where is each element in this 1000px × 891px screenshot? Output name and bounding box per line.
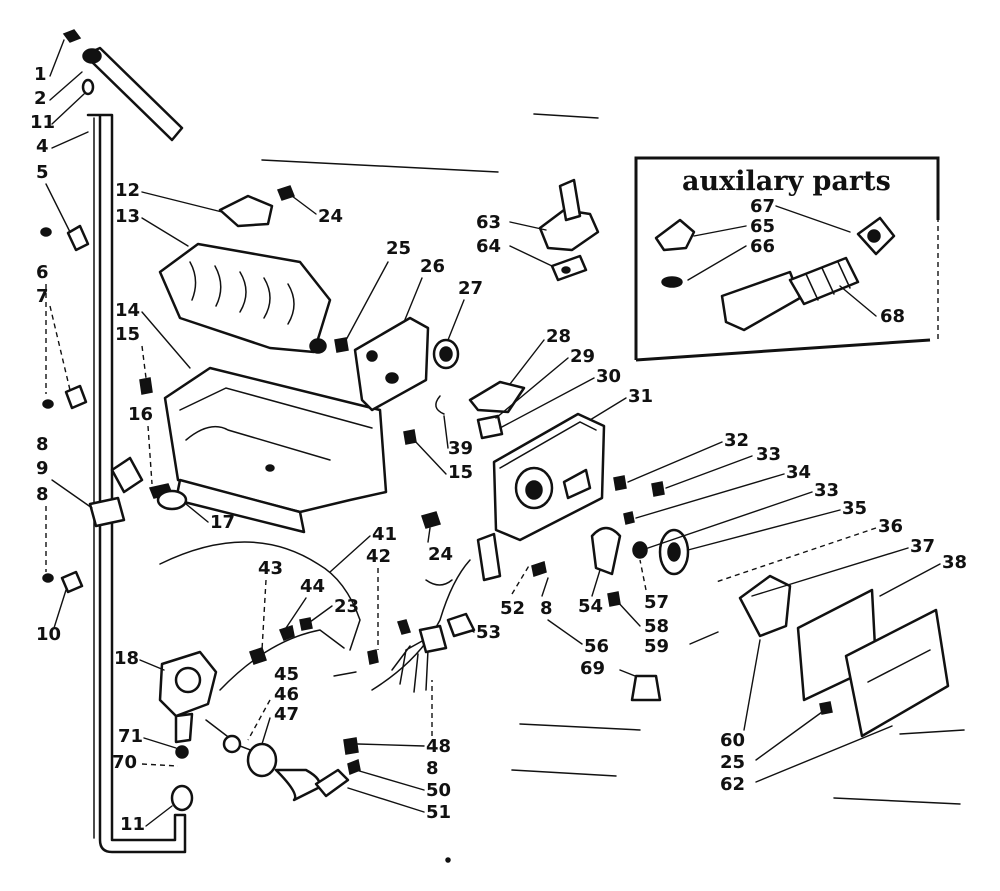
callout-8-d: 8	[426, 758, 439, 779]
callout-36: 36	[878, 516, 903, 537]
callout-52: 52	[500, 598, 525, 619]
callout-56: 56	[584, 636, 609, 657]
callout-6: 6	[36, 262, 49, 283]
callout-47: 47	[274, 704, 299, 725]
callout-57: 57	[644, 592, 669, 613]
callout-35: 35	[842, 498, 867, 519]
auxiliary-parts-title: auxilary parts	[682, 166, 891, 197]
ice-mold-cover	[158, 185, 332, 354]
motor-housing	[492, 412, 606, 542]
callout-59: 59	[644, 636, 669, 657]
callout-26: 26	[420, 256, 445, 277]
callout-31: 31	[628, 386, 653, 407]
callout-58: 58	[644, 616, 669, 637]
callout-15-b: 15	[448, 462, 473, 483]
callout-8: 8	[36, 434, 49, 455]
callout-10: 10	[36, 624, 61, 645]
upper-middle-callouts: 25 26 27 63 64 28 29 30 31 39 15	[345, 212, 653, 483]
callout-33-b: 33	[814, 480, 839, 501]
callout-9: 9	[36, 458, 49, 479]
callout-53: 53	[476, 622, 501, 643]
callout-63: 63	[476, 212, 501, 233]
left-callouts: 1 2 11 4 5 6 7 8 9 8 10	[30, 39, 93, 645]
callout-5: 5	[36, 162, 49, 183]
valve-parts	[538, 178, 600, 282]
callout-68: 68	[880, 306, 905, 327]
wire-harness	[159, 511, 502, 693]
callout-8-b: 8	[36, 484, 49, 505]
callout-1: 1	[34, 64, 47, 85]
callout-25-b: 25	[720, 752, 745, 773]
callout-42: 42	[366, 546, 391, 567]
callout-70: 70	[112, 752, 137, 773]
callout-44: 44	[300, 576, 325, 597]
callout-4: 4	[36, 136, 49, 157]
callout-11-b: 11	[120, 814, 145, 835]
callout-33: 33	[756, 444, 781, 465]
callout-64: 64	[476, 236, 501, 257]
callout-37: 37	[910, 536, 935, 557]
callout-46: 46	[274, 684, 299, 705]
callout-27: 27	[458, 278, 483, 299]
callout-69: 69	[580, 658, 605, 679]
callout-23: 23	[334, 596, 359, 617]
callout-11: 11	[30, 112, 55, 133]
callout-39: 39	[448, 438, 473, 459]
callout-14: 14	[115, 300, 140, 321]
callout-66: 66	[750, 236, 775, 257]
callout-71: 71	[118, 726, 143, 747]
callout-28: 28	[546, 326, 571, 347]
callout-67: 67	[750, 196, 775, 217]
callout-24: 24	[318, 206, 343, 227]
cam-and-lever-parts	[403, 380, 526, 445]
callout-7: 7	[36, 286, 49, 307]
callout-2: 2	[34, 88, 47, 109]
right-callouts: 32 33 34 33 35 36 37 38 52 53 54 8 56 69…	[465, 430, 967, 702]
mold-callouts: 12 13 24 14 15 16 17	[115, 180, 343, 533]
callout-41: 41	[372, 524, 397, 545]
callout-60: 60	[720, 730, 745, 751]
callout-8-c: 8	[540, 598, 553, 619]
callout-54: 54	[578, 596, 603, 617]
callout-17: 17	[210, 512, 235, 533]
bottom-right-callouts: 60 25 62	[720, 639, 893, 795]
water-valve-assembly	[158, 650, 361, 812]
callout-24-b: 24	[428, 544, 453, 565]
callout-29: 29	[570, 346, 595, 367]
callout-65: 65	[750, 216, 775, 237]
shutoff-arm-parts	[148, 483, 188, 511]
callout-48: 48	[426, 736, 451, 757]
callout-51: 51	[426, 802, 451, 823]
callout-38: 38	[942, 552, 967, 573]
callout-18: 18	[114, 648, 139, 669]
callout-34: 34	[786, 462, 811, 483]
callout-12: 12	[115, 180, 140, 201]
callout-32: 32	[724, 430, 749, 451]
callout-50: 50	[426, 780, 451, 801]
callout-30: 30	[596, 366, 621, 387]
callout-45: 45	[274, 664, 299, 685]
ice-tray	[139, 366, 388, 534]
motor-parts	[590, 475, 950, 738]
mounting-plate	[334, 316, 460, 412]
callout-16: 16	[128, 404, 153, 425]
callout-62: 62	[720, 774, 745, 795]
callout-13: 13	[115, 206, 140, 227]
scan-artifacts	[261, 113, 965, 863]
auxiliary-parts-panel: auxilary parts 67 65 66 68	[634, 156, 940, 362]
callout-43: 43	[258, 558, 283, 579]
callout-15: 15	[115, 324, 140, 345]
lower-callouts: 41 42 24 43 44 23 45 46 47 18 71 70 11 4…	[112, 524, 453, 835]
fill-tube-assembly	[40, 29, 187, 854]
callout-25: 25	[386, 238, 411, 259]
